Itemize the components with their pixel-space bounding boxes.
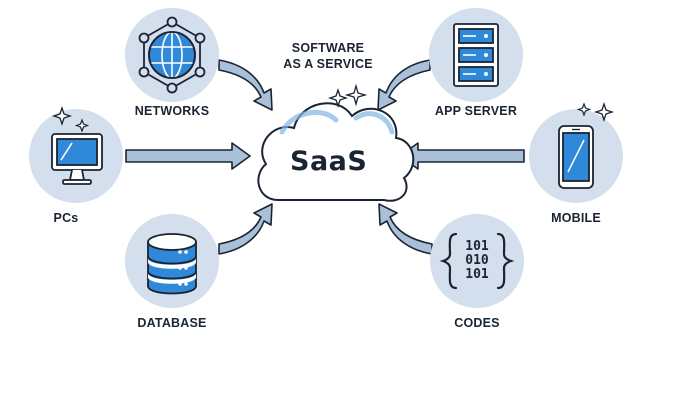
sparkle-icon — [74, 118, 90, 133]
code-line-3: 101 — [465, 267, 489, 282]
codes-circle — [430, 214, 524, 308]
binary-code-text: 101 010 101 — [457, 240, 497, 282]
codes-label: CODES — [454, 316, 500, 330]
smartphone-icon — [558, 125, 594, 189]
monitor-icon — [51, 133, 103, 185]
title-line-2: AS A SERVICE — [283, 57, 373, 71]
database-label: DATABASE — [137, 316, 207, 330]
arrow-mobile-to-saas — [399, 142, 525, 170]
database-icon — [147, 233, 197, 295]
arrow-pcs-to-saas — [125, 142, 251, 170]
sparkle-icon — [327, 87, 349, 109]
arrow-database-to-saas — [218, 203, 273, 255]
title-line-1: SOFTWARE — [291, 41, 365, 55]
arrow-codes-to-saas — [378, 203, 433, 255]
networks-label: NETWORKS — [134, 104, 210, 118]
arrow-networks-to-saas — [218, 59, 273, 111]
sparkle-icon — [576, 102, 592, 117]
pcs-label: PCs — [53, 211, 79, 225]
code-line-2: 010 — [465, 253, 489, 268]
binary-code-icon — [439, 232, 515, 290]
sparkle-icon — [593, 101, 615, 123]
mobile-label: MOBILE — [551, 211, 601, 225]
appserver-label: APP SERVER — [434, 104, 518, 118]
code-line-1: 101 — [465, 239, 489, 254]
arrow-appserver-to-saas — [377, 59, 431, 111]
diagram-title: SOFTWARE AS A SERVICE — [268, 40, 388, 72]
saas-label: SaaS — [290, 146, 368, 177]
globe-network-icon — [138, 16, 206, 94]
server-rack-icon — [453, 23, 499, 87]
sparkle-icon — [344, 83, 368, 107]
saas-cloud — [257, 83, 415, 202]
sparkle-icon — [51, 105, 73, 127]
